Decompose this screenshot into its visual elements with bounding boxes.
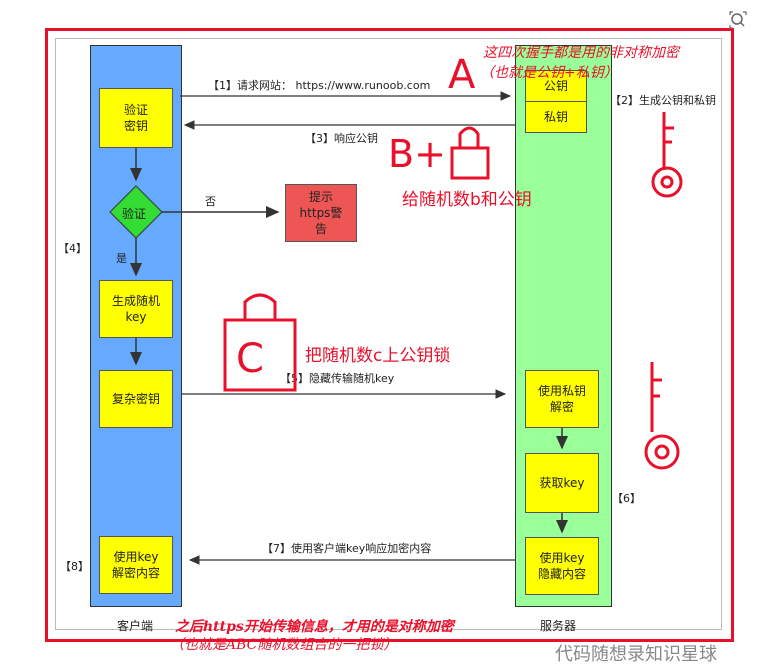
note-random-b: 给随机数b和公钥: [402, 190, 532, 210]
server-lane: [515, 45, 612, 607]
step-6-label: 【6】: [612, 492, 641, 505]
handwritten-letter-c: C: [236, 336, 264, 382]
no-label: 否: [205, 195, 216, 208]
step-8-label: 【8】: [60, 560, 89, 573]
gen-random-key-box: 生成随机 key: [99, 280, 173, 338]
top-note-line-1: 这四次握手都是用的非对称加密: [483, 45, 679, 61]
diagram-frame: [55, 38, 722, 630]
client-label: 客户端: [117, 619, 154, 633]
bottom-note-line-2: （也就是ABC随机数组合的一把锁）: [170, 637, 398, 653]
yes-label: 是: [116, 252, 127, 265]
step-1-label: 【1】请求网站： https://www.runoob.com: [208, 79, 431, 92]
handwritten-letter-a: A: [448, 52, 476, 98]
note-random-c: 把随机数c上公钥锁: [305, 346, 451, 366]
step-3-label: 【3】响应公钥: [305, 132, 378, 145]
zoom-icon[interactable]: [728, 10, 748, 30]
top-note-line-2: （也就是公钥+私钥）: [480, 65, 618, 81]
verify-diamond-label: 验证: [122, 207, 147, 221]
key-icon: [644, 362, 680, 470]
private-key-box: 私钥: [525, 101, 587, 133]
step-4-label: 【4】: [58, 242, 87, 255]
padlock-icon: [223, 293, 297, 392]
padlock-icon: [450, 126, 490, 180]
get-key-box: 获取key: [525, 453, 599, 513]
decrypt-content-box: 使用key 解密内容: [99, 536, 173, 594]
bottom-note-line-1: 之后https开始传输信息，才用的是对称加密: [175, 619, 454, 635]
key-icon: [651, 112, 683, 198]
step-5-label: 【5】隐藏传输随机key: [280, 372, 395, 385]
verify-key-box: 验证 密钥: [99, 88, 173, 148]
step-7-label: 【7】使用客户端key响应加密内容: [262, 542, 432, 555]
outer-red-frame: [45, 28, 734, 642]
server-label: 服务器: [540, 619, 577, 633]
step-2-label: 【2】生成公钥和私钥: [610, 94, 716, 107]
https-warning-box: 提示 https警 告: [285, 184, 357, 242]
decrypt-private-box: 使用私钥 解密: [525, 370, 599, 428]
watermark: 代码随想录知识星球: [555, 644, 717, 665]
hide-content-box: 使用key 隐藏内容: [525, 537, 599, 595]
encrypt-key-box: 复杂密钥: [99, 370, 173, 428]
handwritten-letter-b: B+: [388, 132, 446, 176]
verify-diamond-shape: [109, 185, 163, 239]
